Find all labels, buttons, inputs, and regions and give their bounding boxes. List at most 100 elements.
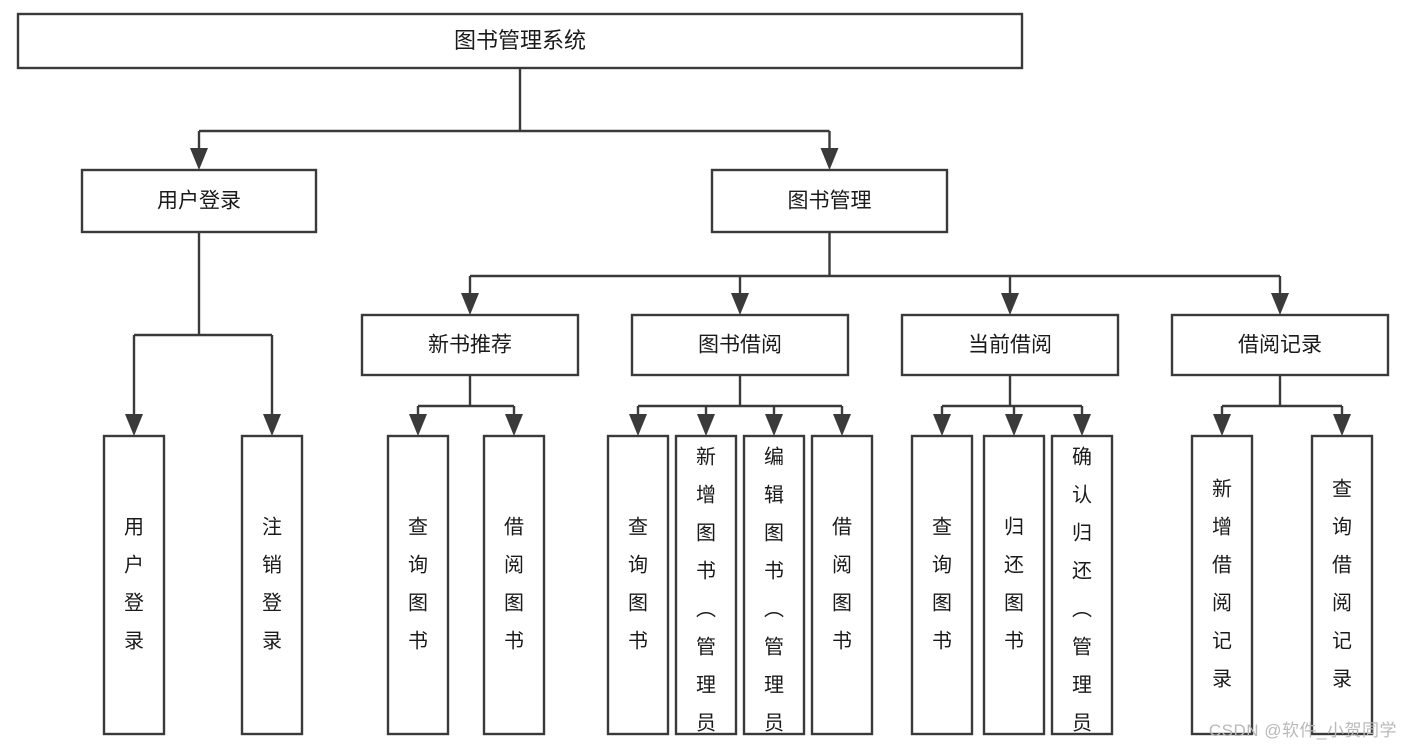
node-label-char: 询: [408, 553, 428, 576]
node-label-char: 书: [628, 629, 648, 652]
node-root[interactable]: 图书管理系统: [16, 12, 1024, 70]
node-level3-borrow-record[interactable]: 借阅记录: [1170, 313, 1390, 377]
node-level2-book-manage[interactable]: 图书管理: [710, 168, 949, 234]
nodes-layer: 图书管理系统用户登录图书管理新书推荐图书借阅当前借阅借阅记录用户登录注销登录查询…: [16, 12, 1390, 747]
node-label-char: 录: [262, 630, 282, 652]
arrow-head-icon-book-manage: [820, 148, 839, 170]
arrow-head-icon-borrow-record: [1271, 293, 1289, 315]
node-label-char: 阅: [504, 553, 524, 576]
node-label-char: 询: [628, 553, 648, 576]
node-label-char: 认: [1072, 483, 1092, 506]
arrow-head-icon-leaf-query-book-2: [629, 414, 647, 436]
node-box: [630, 313, 850, 377]
node-label-char: 用: [124, 516, 144, 538]
node-label-char: 注: [262, 515, 282, 538]
node-label-char: 查: [408, 515, 428, 538]
arrow-head-icon-user-login: [190, 148, 208, 170]
node-level3-current-borrow[interactable]: 当前借阅: [900, 313, 1120, 377]
node-box: [900, 313, 1120, 377]
node-label-char: 还: [1072, 559, 1092, 582]
node-label-char: 新: [1212, 477, 1232, 500]
arrow-head-icon-leaf-borrow-book-2: [833, 414, 851, 436]
node-label: 图书管理: [788, 190, 872, 213]
arrow-head-icon-leaf-query-record: [1333, 414, 1351, 436]
arrow-head-icon-leaf-return-book: [1005, 414, 1023, 436]
node-level3-book-borrow[interactable]: 图书借阅: [630, 313, 850, 377]
node-box: [240, 434, 304, 736]
node-label-char: 员: [1072, 712, 1092, 734]
node-label-char: 书: [408, 629, 428, 652]
node-label-char: 图: [504, 592, 524, 614]
node-box: [982, 434, 1046, 736]
node-label-char: 增: [696, 483, 716, 506]
node-label-char: 查: [628, 515, 648, 538]
node-label-char: 书: [696, 559, 716, 582]
node-box: [80, 168, 318, 234]
node-label-vertical: 用户登录: [124, 516, 144, 652]
arrow-head-icon-leaf-add-record: [1213, 414, 1231, 436]
node-level3-new-book-recommend[interactable]: 新书推荐: [360, 313, 580, 377]
node-box: [482, 434, 546, 736]
node-label-char: 归: [1004, 515, 1024, 538]
arrow-head-icon-leaf-confirm-return: [1073, 414, 1091, 436]
node-label-char: 查: [1332, 477, 1352, 500]
node-box: [810, 434, 874, 736]
node-label: 图书借阅: [698, 334, 782, 357]
arrow-head-icon-book-borrow: [731, 293, 749, 315]
arrow-head-icon-leaf-add-book: [697, 414, 715, 436]
node-label-char: 员: [764, 712, 784, 734]
node-label: 图书管理系统: [454, 28, 586, 53]
node-label-char: 书: [1004, 629, 1024, 652]
node-label-char: 理: [764, 674, 784, 696]
node-label-char: 书: [832, 629, 852, 652]
node-label-char: 记: [1332, 629, 1352, 652]
arrow-head-icon-leaf-borrow-book-1: [505, 414, 523, 436]
node-level2-user-login[interactable]: 用户登录: [80, 168, 318, 234]
node-label-char: ︵: [764, 598, 784, 620]
node-label-char: 户: [124, 553, 144, 576]
node-label: 新书推荐: [428, 334, 512, 357]
node-box: [360, 313, 580, 377]
node-label-char: 增: [1212, 515, 1232, 538]
node-box: [1190, 434, 1254, 736]
node-label: 当前借阅: [968, 334, 1052, 357]
node-leaf-leaf-user-login[interactable]: 用户登录: [102, 434, 166, 736]
node-label-char: 书: [504, 629, 524, 652]
node-box: [1310, 434, 1374, 736]
node-label-char: 记: [1212, 629, 1232, 652]
node-label-char: 图: [408, 592, 428, 614]
node-label-char: 阅: [832, 553, 852, 576]
node-label-char: 理: [696, 674, 716, 696]
node-label-char: 登: [124, 591, 144, 614]
node-label-char: ︵: [1072, 598, 1092, 620]
arrow-head-icon-leaf-query-book-3: [933, 414, 951, 436]
csdn-watermark: CSDN @软件_小贺同学: [1208, 721, 1397, 740]
node-label-char: 新: [696, 445, 716, 468]
arrow-head-icon-new-book-recommend: [461, 293, 479, 315]
node-box: [102, 434, 166, 736]
node-label-char: 图: [1004, 592, 1024, 614]
node-label-char: 图: [696, 522, 716, 544]
arrow-head-icon-leaf-logout: [263, 414, 281, 436]
